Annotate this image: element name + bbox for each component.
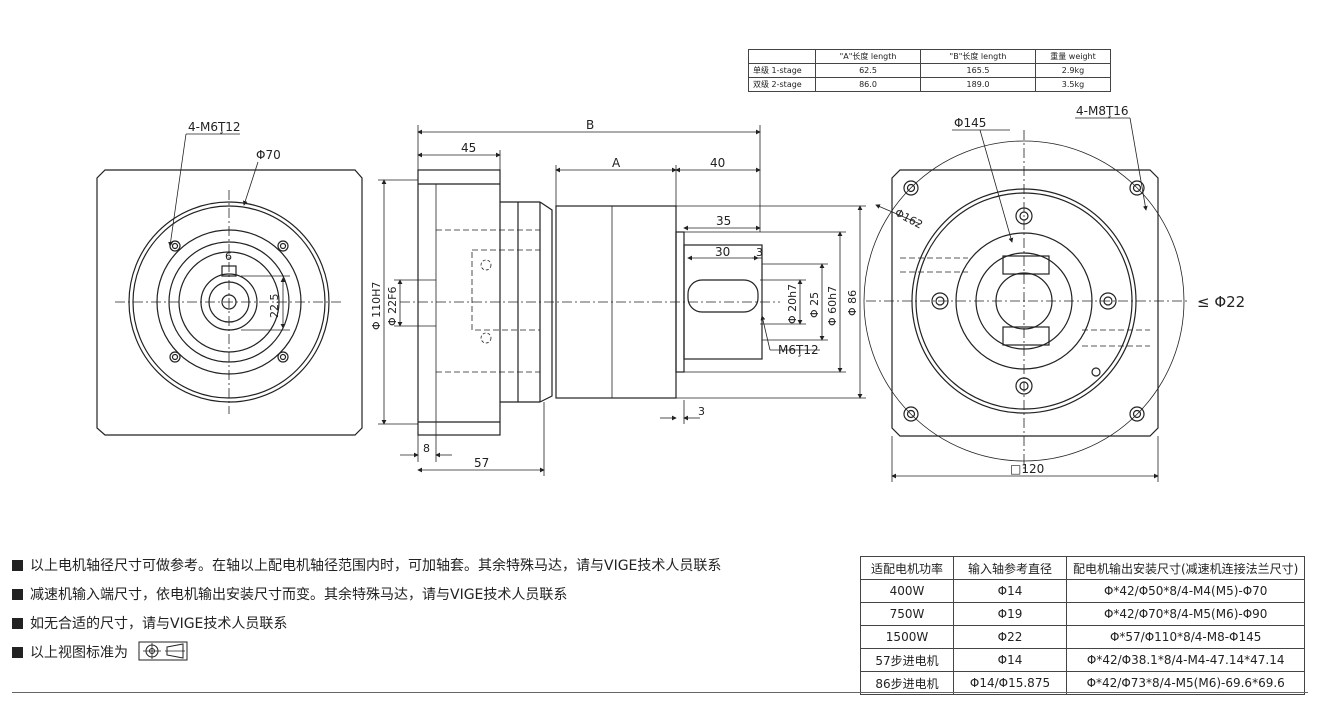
- side-view: [400, 169, 780, 436]
- table-cell: Φ14: [953, 648, 1067, 672]
- spec-table: "A"长度 length "B"长度 length 重量 weight 单级 1…: [748, 49, 1111, 92]
- right-end-view: [863, 130, 1190, 472]
- thread-label: M6Ţ12: [778, 343, 819, 357]
- table-cell: 86.0: [815, 77, 921, 92]
- technical-drawing: 4-M6Ţ12 Φ70 6 22.5: [96, 104, 1245, 482]
- table-cell: Φ14: [953, 579, 1067, 603]
- motor-table: 适配电机功率 输入轴参考直径 配电机输出安装尺寸(减速机连接法兰尺寸) 400W…: [860, 556, 1306, 695]
- table-cell: Φ14/Φ15.875: [953, 671, 1067, 695]
- dim-45: 45: [461, 141, 476, 155]
- dim-57: 57: [474, 456, 489, 470]
- bullet-square-icon: [12, 618, 23, 629]
- table-cell: 双级 2-stage: [748, 77, 816, 92]
- table-cell: 189.0: [920, 77, 1036, 92]
- table-cell: 1500W: [860, 625, 954, 649]
- right-dimension-lines: [875, 117, 1159, 482]
- table-cell: 165.5: [920, 63, 1036, 78]
- table-row: 750W Φ19 Φ*42/Φ70*8/4-M5(M6)-Φ90: [860, 602, 1306, 626]
- table-row: 适配电机功率 输入轴参考直径 配电机输出安装尺寸(减速机连接法兰尺寸): [860, 556, 1306, 580]
- dim-b: B: [586, 118, 594, 132]
- projection-symbol-icon: [138, 641, 188, 661]
- table-row: "A"长度 length "B"长度 length 重量 weight: [748, 49, 1111, 64]
- table-cell: 3.5kg: [1035, 77, 1111, 92]
- table-header: "A"长度 length: [815, 49, 921, 64]
- table-cell: Φ*42/Φ38.1*8/4-M4-47.14*47.14: [1065, 648, 1306, 672]
- table-header: 适配电机功率: [860, 556, 954, 580]
- table-header: 输入轴参考直径: [953, 556, 1067, 580]
- notes-list: 以上电机轴径尺寸可做参考。在轴以上配电机轴径范围内时，可加轴套。其余特殊马达，请…: [12, 552, 721, 668]
- table-header: 配电机输出安装尺寸(减速机连接法兰尺寸): [1065, 556, 1306, 580]
- table-row: 1500W Φ22 Φ*57/Φ110*8/4-M8-Φ145: [860, 625, 1306, 649]
- table-header: 重量 weight: [1035, 49, 1111, 64]
- right-shaft-label: ≤ Φ22: [1197, 293, 1245, 311]
- table-row: 400W Φ14 Φ*42/Φ50*8/4-M4(M5)-Φ70: [860, 579, 1306, 603]
- left-key-label: 6: [225, 250, 232, 263]
- left-height-label: 22.5: [268, 294, 281, 319]
- right-dia-label: Φ162: [893, 206, 925, 231]
- dim-3-bottom: 3: [698, 405, 705, 418]
- left-pcd-label: Φ70: [256, 148, 281, 162]
- dim-dia-60: Φ 60h7: [826, 286, 839, 326]
- table-row: 双级 2-stage 86.0 189.0 3.5kg: [748, 77, 1111, 92]
- table-cell: Φ*42/Φ50*8/4-M4(M5)-Φ70: [1065, 579, 1306, 603]
- note-item: 以上电机轴径尺寸可做参考。在轴以上配电机轴径范围内时，可加轴套。其余特殊马达，请…: [12, 552, 721, 581]
- table-cell: 400W: [860, 579, 954, 603]
- table-cell: 750W: [860, 602, 954, 626]
- table-row: 单级 1-stage 62.5 165.5 2.9kg: [748, 63, 1111, 78]
- dim-35: 35: [716, 214, 731, 228]
- dim-dia-20: Φ 20h7: [786, 284, 799, 324]
- note-item: 减速机输入端尺寸，依电机输出安装尺寸而变。其余特殊马达，请与VIGE技术人员联系: [12, 581, 721, 610]
- side-dimension-lines: [378, 125, 866, 476]
- dim-a: A: [612, 156, 621, 170]
- table-cell: Φ*42/Φ73*8/4-M5(M6)-69.6*69.6: [1065, 671, 1306, 695]
- dim-dia-22: Φ 22F6: [386, 287, 399, 326]
- dim-40: 40: [710, 156, 725, 170]
- table-row: 57步进电机 Φ14 Φ*42/Φ38.1*8/4-M4-47.14*47.14: [860, 648, 1306, 672]
- dim-30: 30: [715, 245, 730, 259]
- bullet-square-icon: [12, 589, 23, 600]
- right-pcd-label: Φ145: [954, 116, 986, 130]
- table-row: 86步进电机 Φ14/Φ15.875 Φ*42/Φ73*8/4-M5(M6)-6…: [860, 671, 1306, 695]
- table-cell: 62.5: [815, 63, 921, 78]
- bottom-divider: [12, 692, 1308, 693]
- left-end-view: [96, 133, 363, 436]
- right-square-label: □120: [1010, 462, 1044, 476]
- table-cell: Φ*57/Φ110*8/4-M8-Φ145: [1065, 625, 1306, 649]
- dim-dia-110: Φ 110H7: [370, 282, 383, 330]
- table-cell: 57步进电机: [860, 648, 954, 672]
- dim-3-top: 3: [756, 246, 763, 259]
- bullet-square-icon: [12, 560, 23, 571]
- table-cell: 2.9kg: [1035, 63, 1111, 78]
- note-item: 以上视图标准为: [12, 639, 721, 668]
- bullet-square-icon: [12, 647, 23, 658]
- left-bolt-label: 4-M6Ţ12: [188, 120, 241, 134]
- table-cell: Φ19: [953, 602, 1067, 626]
- note-item: 如无合适的尺寸，请与VIGE技术人员联系: [12, 610, 721, 639]
- right-bolt-label: 4-M8Ţ16: [1076, 104, 1129, 118]
- dim-8: 8: [423, 442, 430, 455]
- table-header: [748, 49, 816, 64]
- table-cell: Φ*42/Φ70*8/4-M5(M6)-Φ90: [1065, 602, 1306, 626]
- table-cell: 单级 1-stage: [748, 63, 816, 78]
- table-header: "B"长度 length: [920, 49, 1036, 64]
- dim-dia-86: Φ 86: [846, 290, 859, 316]
- table-cell: 86步进电机: [860, 671, 954, 695]
- dim-dia-25: Φ 25: [808, 292, 821, 318]
- table-cell: Φ22: [953, 625, 1067, 649]
